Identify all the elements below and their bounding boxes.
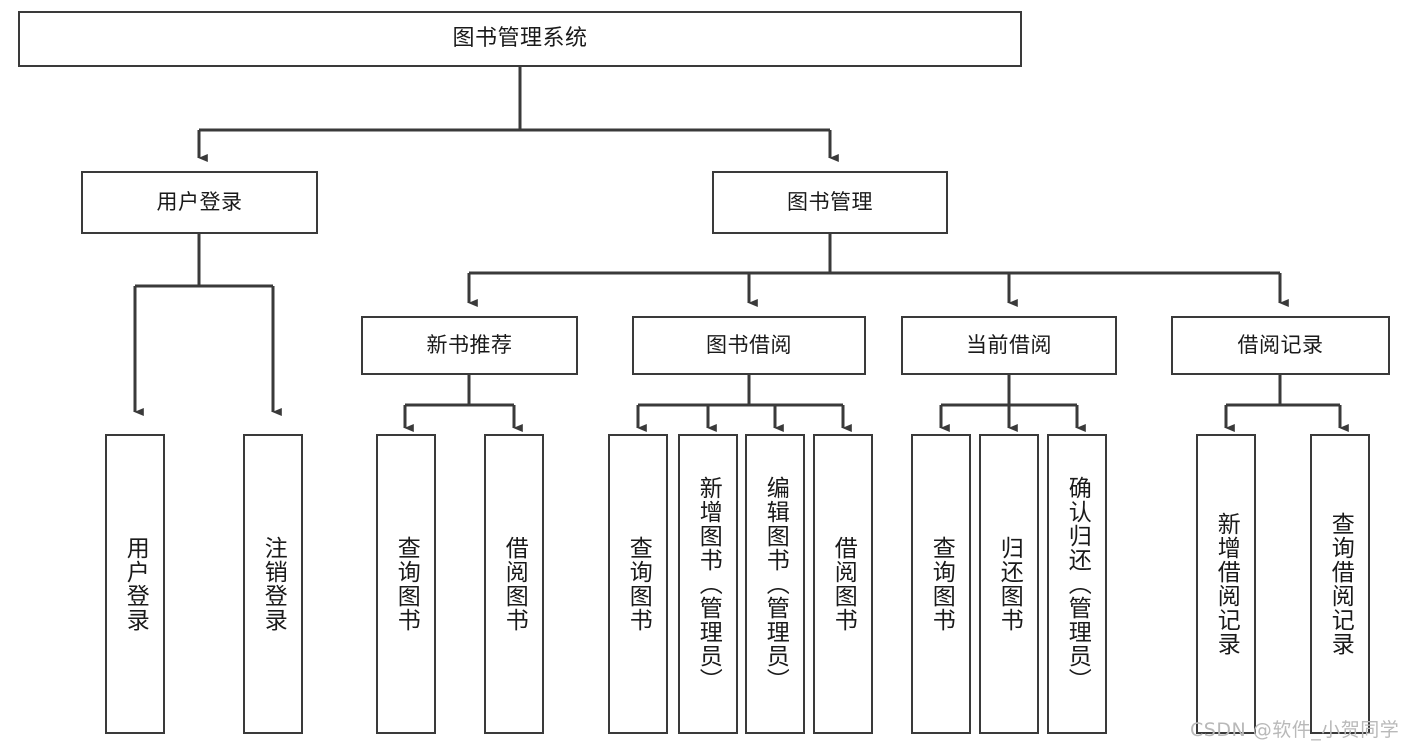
- leaf-user-login-login[interactable]: 用户登录: [105, 434, 165, 734]
- node-label: 归还图书: [996, 536, 1023, 632]
- leaf-current-borrow-query[interactable]: 查询图书: [911, 434, 971, 734]
- leaf-borrow-record-query[interactable]: 查询借阅记录: [1310, 434, 1370, 734]
- node-label: 查询图书: [625, 536, 652, 632]
- node-label: 查询图书: [928, 536, 955, 632]
- node-label: 注销登录: [260, 536, 287, 632]
- node-label: 图书管理: [787, 190, 873, 215]
- leaf-user-login-logout[interactable]: 注销登录: [243, 434, 303, 734]
- node-label: 编辑图书（管理员）: [762, 476, 789, 692]
- leaf-book-borrow-query[interactable]: 查询图书: [608, 434, 668, 734]
- leaf-new-book-query[interactable]: 查询图书: [376, 434, 436, 734]
- node-label: 新增图书（管理员）: [695, 476, 722, 692]
- leaf-borrow-record-add[interactable]: 新增借阅记录: [1196, 434, 1256, 734]
- node-label: 当前借阅: [966, 333, 1052, 358]
- node-label: 查询图书: [393, 536, 420, 632]
- node-book-management[interactable]: 图书管理: [712, 171, 948, 234]
- leaf-book-borrow-borrow[interactable]: 借阅图书: [813, 434, 873, 734]
- node-label: 确认归还（管理员）: [1064, 476, 1091, 692]
- node-book-borrow[interactable]: 图书借阅: [632, 316, 866, 375]
- node-label: 借阅图书: [501, 536, 528, 632]
- leaf-book-borrow-add[interactable]: 新增图书（管理员）: [678, 434, 738, 734]
- node-label: 用户登录: [122, 536, 149, 632]
- node-user-login[interactable]: 用户登录: [81, 171, 318, 234]
- node-current-borrow[interactable]: 当前借阅: [901, 316, 1117, 375]
- leaf-current-borrow-confirm-return[interactable]: 确认归还（管理员）: [1047, 434, 1107, 734]
- node-label: 查询借阅记录: [1327, 512, 1354, 656]
- leaf-new-book-borrow[interactable]: 借阅图书: [484, 434, 544, 734]
- node-label: 新增借阅记录: [1213, 512, 1240, 656]
- node-label: 新书推荐: [426, 333, 513, 358]
- node-label: 借阅图书: [830, 536, 857, 632]
- leaf-book-borrow-edit[interactable]: 编辑图书（管理员）: [745, 434, 805, 734]
- node-borrow-record[interactable]: 借阅记录: [1171, 316, 1390, 375]
- node-new-book-recommend[interactable]: 新书推荐: [361, 316, 578, 375]
- leaf-current-borrow-return[interactable]: 归还图书: [979, 434, 1039, 734]
- node-label: 图书管理系统: [452, 26, 588, 52]
- node-label: 用户登录: [156, 190, 243, 215]
- node-root-book-management-system[interactable]: 图书管理系统: [18, 11, 1022, 67]
- node-label: 图书借阅: [706, 333, 792, 358]
- node-label: 借阅记录: [1237, 333, 1324, 358]
